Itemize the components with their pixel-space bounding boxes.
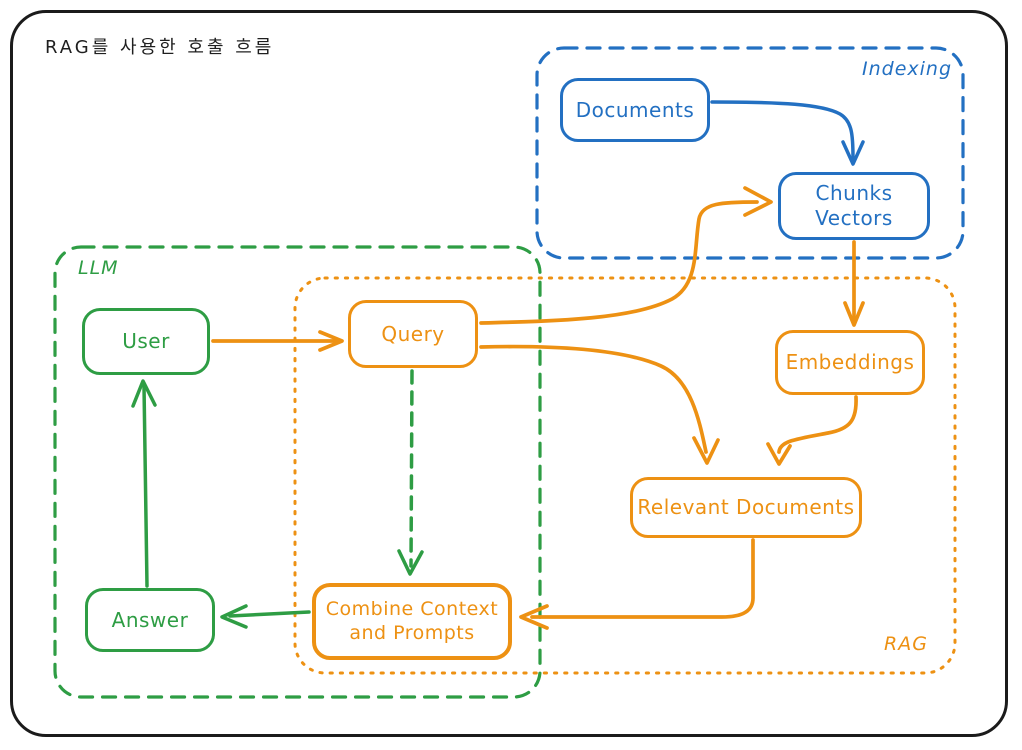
edge-relevant-combine (519, 538, 755, 630)
node-combine-context-line1: Combine Context (325, 597, 499, 620)
node-query-label: Query (381, 321, 445, 346)
node-combine-context-line2: and Prompts (349, 621, 475, 644)
node-relevant-documents: Relevant Documents (630, 477, 862, 538)
group-indexing-border (535, 46, 965, 260)
outer-frame (10, 10, 1008, 737)
node-documents-label: Documents (575, 97, 695, 122)
node-query: Query (348, 300, 478, 368)
edge-query-relevant (479, 344, 720, 465)
node-relevant-documents-label: Relevant Documents (637, 495, 855, 519)
edge-chunks-embeddings (843, 240, 865, 327)
edge-query-chunks (479, 186, 773, 325)
node-answer-label: Answer (111, 607, 189, 632)
node-chunks-vectors: Chunks Vectors (778, 172, 930, 240)
edge-user-query (211, 330, 344, 352)
node-answer: Answer (85, 588, 215, 652)
edge-answer-user (131, 379, 157, 588)
node-user-label: User (122, 329, 170, 353)
group-label-rag: RAG (884, 633, 928, 655)
node-embeddings: Embeddings (775, 330, 925, 395)
node-embeddings-label: Embeddings (785, 350, 915, 374)
node-combine-context: Combine Context and Prompts (312, 583, 512, 660)
group-rag-border (293, 276, 957, 675)
node-user: User (82, 308, 210, 375)
node-chunks-vectors-line1: Chunks (815, 181, 893, 205)
edge-query-combine (397, 369, 424, 576)
edge-documents-chunks (710, 100, 865, 166)
node-chunks-vectors-line2: Vectors (815, 206, 893, 230)
edge-combine-answer (220, 604, 311, 629)
diagram-title: RAG를 사용한 호출 흐름 (45, 37, 275, 58)
group-label-indexing: Indexing (862, 58, 953, 80)
group-llm-border (53, 245, 542, 699)
group-label-llm: LLM (78, 257, 119, 279)
edge-embeddings-relevant (766, 395, 858, 466)
node-documents: Documents (560, 78, 710, 142)
